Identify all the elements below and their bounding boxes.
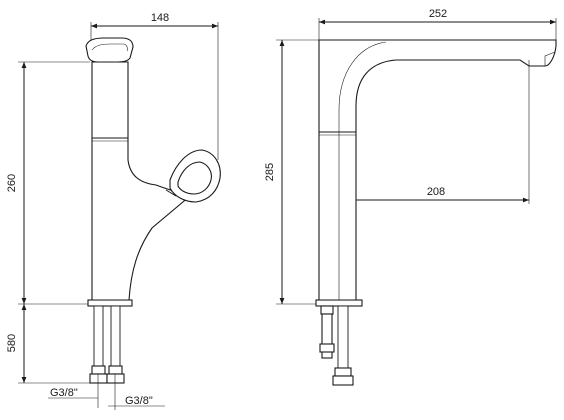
side-hose-fitting bbox=[332, 375, 354, 386]
front-hose-nut-right bbox=[108, 365, 123, 375]
dimension-thread-right: G3/8" bbox=[108, 383, 165, 410]
thread-right-label: G3/8" bbox=[125, 395, 153, 407]
dimension-front-width: 148 bbox=[90, 12, 219, 160]
side-stud bbox=[321, 313, 333, 359]
front-faucet-body bbox=[85, 37, 221, 307]
dimension-side-width: 252 bbox=[318, 8, 557, 42]
side-base-plate bbox=[315, 299, 363, 307]
front-hose-nut-left bbox=[91, 365, 106, 375]
dimension-hose-length: 580 bbox=[6, 304, 94, 384]
side-width-label: 252 bbox=[429, 8, 447, 20]
side-hoses bbox=[319, 305, 354, 386]
side-height-label: 285 bbox=[264, 163, 276, 181]
front-height-label: 260 bbox=[6, 174, 18, 192]
spout-reach-label: 208 bbox=[427, 186, 445, 198]
dimension-spout-reach: 208 bbox=[340, 66, 530, 204]
side-connector bbox=[320, 305, 334, 315]
side-hose bbox=[337, 305, 349, 369]
side-view: 252 285 208 bbox=[264, 8, 557, 386]
hose-length-label: 580 bbox=[6, 334, 18, 352]
front-hoses bbox=[89, 305, 125, 384]
front-base-plate bbox=[87, 299, 133, 307]
front-hose-right bbox=[110, 305, 121, 367]
thread-left-label: G3/8" bbox=[50, 387, 78, 399]
front-hose-fitting-right bbox=[106, 373, 125, 384]
front-hose-left bbox=[93, 305, 104, 367]
front-view: 148 260 580 bbox=[6, 12, 221, 410]
side-faucet-body bbox=[315, 39, 557, 307]
front-top-cap bbox=[85, 37, 134, 63]
dimension-front-height: 260 bbox=[6, 61, 90, 305]
dimension-thread-left: G3/8" bbox=[48, 383, 99, 408]
front-hose-fitting-left bbox=[89, 373, 108, 384]
front-width-label: 148 bbox=[151, 12, 169, 24]
side-body-spout bbox=[318, 39, 557, 301]
